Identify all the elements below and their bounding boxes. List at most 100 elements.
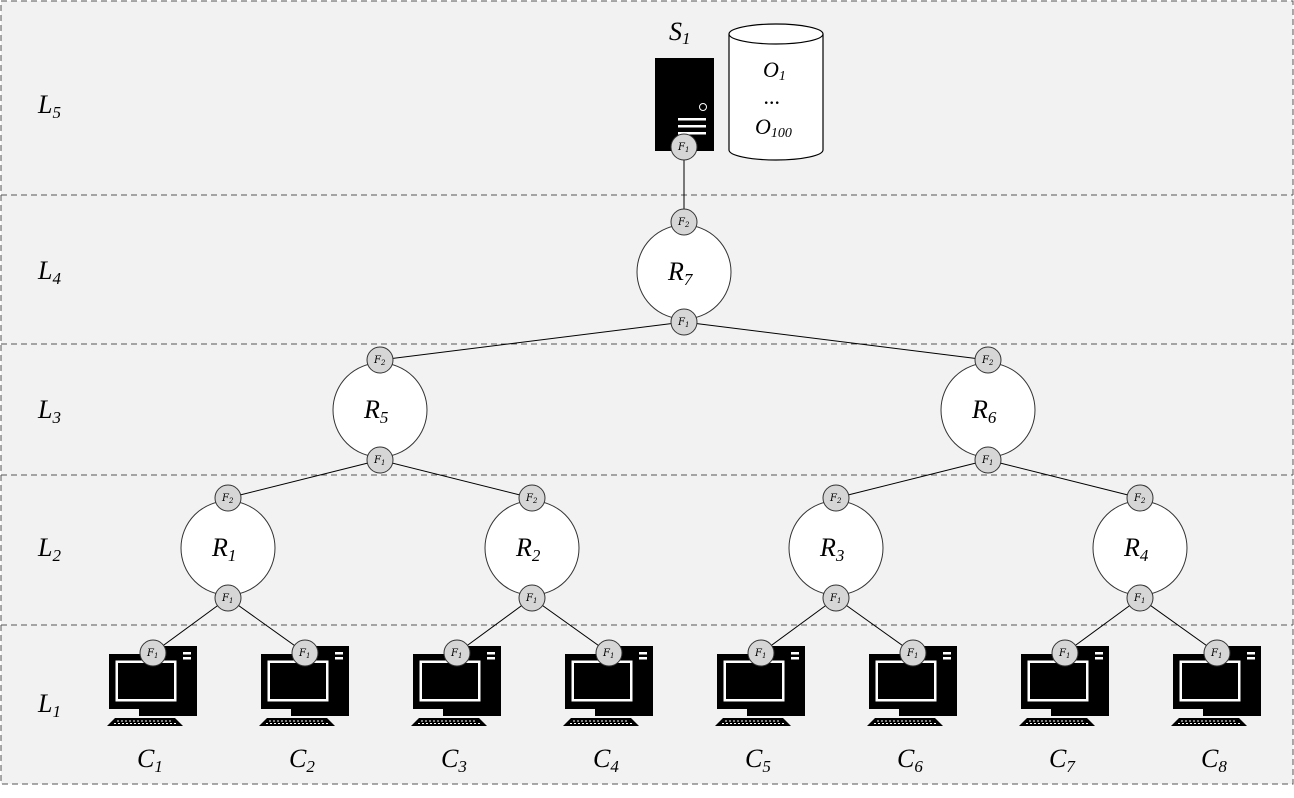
face-badge-circle [670, 308, 698, 336]
face-badge-circle [974, 446, 1002, 474]
face-badge-circle [518, 584, 546, 612]
router-r6[interactable]: R6 [940, 362, 1036, 458]
face-badge-circle [518, 484, 546, 512]
face-badge-circle [139, 639, 167, 667]
face-badge-circle [747, 639, 775, 667]
face-badge-label: F1 [373, 455, 385, 467]
client-c3[interactable]: C3 [410, 645, 502, 776]
face-badge: F2 [366, 346, 394, 374]
face-badge-label: F1 [525, 593, 537, 605]
face-badge-label: F2 [525, 493, 538, 505]
router-label: R7 [667, 257, 694, 289]
link-edge [152, 597, 229, 654]
router-label: R4 [1123, 533, 1149, 565]
face-badge-label: F1 [677, 142, 689, 154]
router-label: R1 [211, 533, 236, 565]
client-label: C1 [137, 744, 163, 776]
client-c6[interactable]: C6 [866, 645, 958, 776]
database-cylinder-top [728, 23, 824, 45]
face-badge: F1 [291, 639, 319, 667]
face-badge-circle [899, 639, 927, 667]
server-vent-line [678, 118, 706, 121]
face-badge-circle [291, 639, 319, 667]
client-c5[interactable]: C5 [714, 645, 806, 776]
face-badge-circle [443, 639, 471, 667]
client-c7[interactable]: C7 [1018, 645, 1110, 776]
face-badge: F1 [214, 584, 242, 612]
face-badge-circle [974, 346, 1002, 374]
link-edge [760, 597, 837, 654]
face-badge: F2 [214, 484, 242, 512]
router-r7[interactable]: R7 [636, 224, 732, 320]
face-badge-label: F1 [1133, 593, 1145, 605]
face-badge: F1 [1126, 584, 1154, 612]
router-r3[interactable]: R3 [788, 500, 884, 596]
face-badge: F2 [518, 484, 546, 512]
face-badge-label: F2 [221, 493, 234, 505]
layer-label-l3: L3 [37, 395, 61, 427]
face-badge-label: F1 [146, 648, 158, 660]
face-badge-circle [822, 484, 850, 512]
face-badge-label: F1 [602, 648, 614, 660]
face-badge-label: F1 [221, 593, 233, 605]
face-badge: F1 [822, 584, 850, 612]
link-edge [987, 459, 1141, 499]
link-edge [835, 597, 914, 654]
face-badge-circle [1203, 639, 1231, 667]
client-label: C7 [1049, 744, 1076, 776]
client-label: C8 [1201, 744, 1227, 776]
server-label: S1 [669, 17, 691, 48]
face-badge-label: F2 [1133, 493, 1146, 505]
face-badge-label: F1 [829, 593, 841, 605]
face-badge-label: F1 [677, 317, 689, 329]
client-c8[interactable]: C8 [1170, 645, 1262, 776]
router-label: R5 [363, 395, 388, 427]
face-badge-label: F2 [829, 493, 842, 505]
content-store-database: O1 ... O100 [728, 23, 824, 161]
router-r2[interactable]: R2 [484, 500, 580, 596]
face-badge-label: F1 [298, 648, 310, 660]
client-c4[interactable]: C4 [562, 645, 654, 776]
face-badge: F1 [747, 639, 775, 667]
link-edge [1139, 597, 1218, 654]
face-badge-label: F1 [981, 455, 993, 467]
face-badge: F1 [518, 584, 546, 612]
link-edge [227, 597, 306, 654]
layer-label-l1: L1 [37, 689, 61, 721]
router-r5[interactable]: R5 [332, 362, 428, 458]
face-badge: F2 [822, 484, 850, 512]
client-label: C4 [593, 744, 619, 776]
face-badge-circle [214, 584, 242, 612]
client-c1[interactable]: C1 [106, 645, 198, 776]
router-label: R6 [971, 395, 997, 427]
face-badge-label: F1 [906, 648, 918, 660]
client-label: C6 [897, 744, 923, 776]
router-r4[interactable]: R4 [1092, 500, 1188, 596]
face-badge-label: F2 [373, 355, 386, 367]
link-edge [227, 459, 381, 499]
client-c2[interactable]: C2 [258, 645, 350, 776]
link-edge [379, 321, 685, 361]
layer-label-l2: L2 [37, 533, 61, 565]
face-badge-label: F1 [754, 648, 766, 660]
client-label: C2 [289, 744, 315, 776]
server-power-light [699, 103, 707, 111]
face-badge: F1 [670, 308, 698, 336]
link-edge [1064, 597, 1141, 654]
face-badge: F1 [899, 639, 927, 667]
database-first-object: O1 [763, 57, 786, 84]
face-badge: F1 [1051, 639, 1079, 667]
face-badge: F1 [139, 639, 167, 667]
face-badge: F1 [443, 639, 471, 667]
database-ellipsis: ... [764, 84, 781, 109]
face-badge: F1 [595, 639, 623, 667]
router-r1[interactable]: R1 [180, 500, 276, 596]
face-badge-circle [670, 133, 698, 161]
router-label: R3 [819, 533, 844, 565]
face-badge-circle [366, 446, 394, 474]
link-edge [456, 597, 533, 654]
face-badge-label: F1 [450, 648, 462, 660]
face-badge-label: F2 [677, 217, 690, 229]
